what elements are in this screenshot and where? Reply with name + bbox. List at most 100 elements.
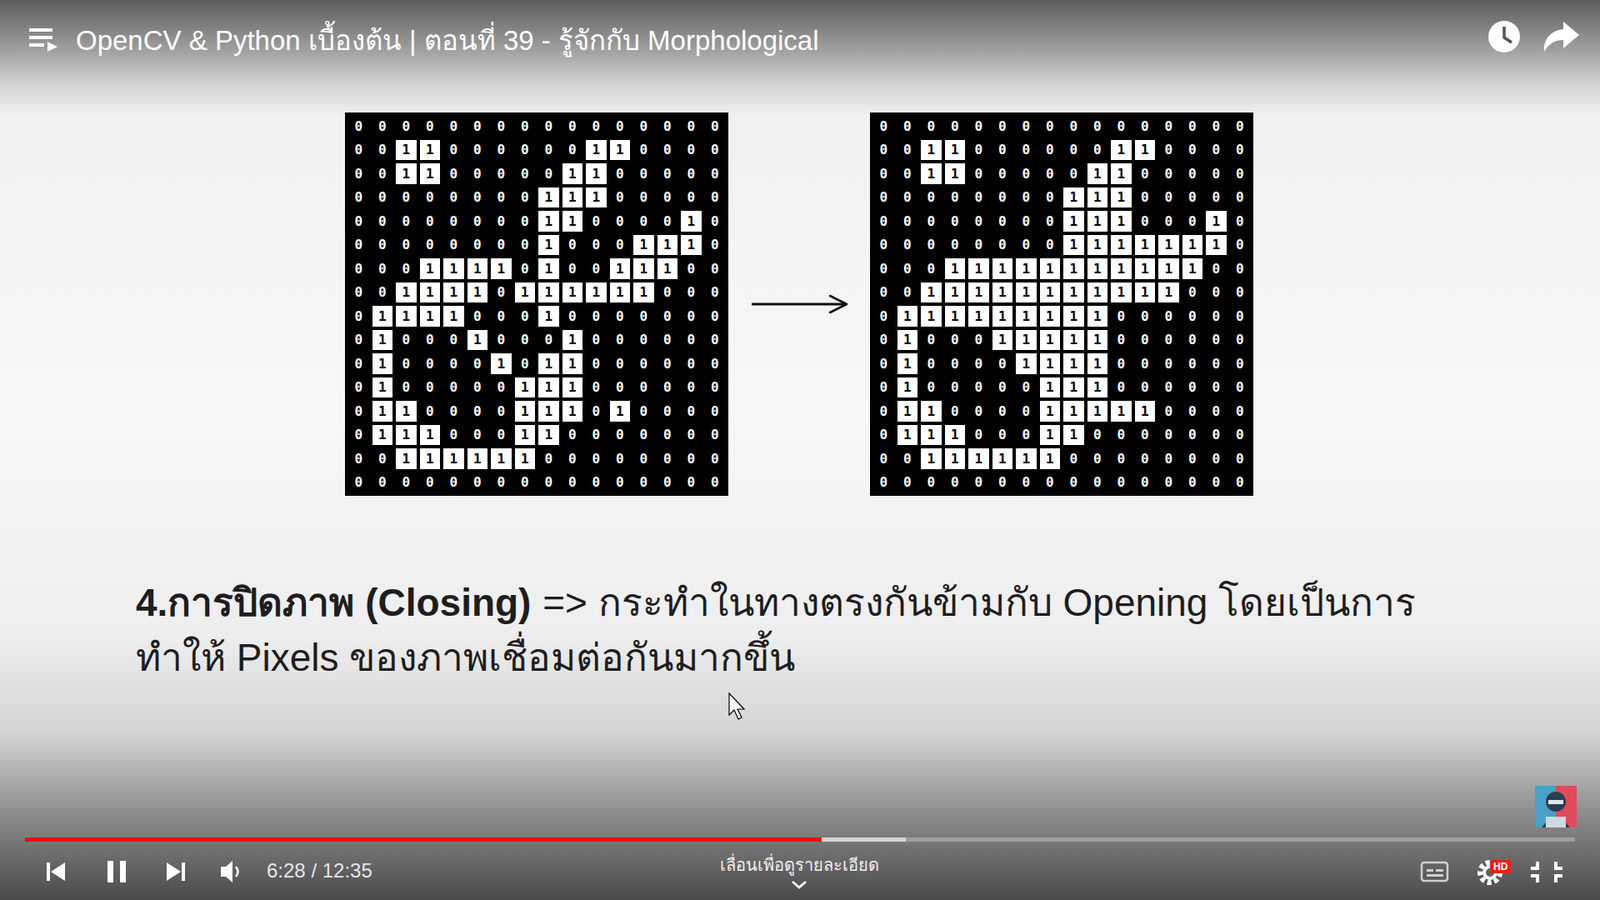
grid-cell: 0 bbox=[968, 163, 990, 185]
grid-cell: 0 bbox=[657, 472, 679, 494]
grid-cell: 1 bbox=[897, 425, 919, 446]
grid-cell: 0 bbox=[538, 448, 560, 470]
grid-cell: 0 bbox=[897, 163, 919, 185]
grid-cell: 0 bbox=[610, 425, 631, 446]
grid-cell: 1 bbox=[443, 448, 465, 470]
grid-cell: 0 bbox=[1230, 305, 1251, 327]
grid-cell: 0 bbox=[538, 163, 560, 185]
grid-cell: 1 bbox=[372, 425, 394, 446]
grid-cell: 0 bbox=[395, 472, 417, 494]
grid-cell: 1 bbox=[1087, 210, 1109, 232]
grid-cell: 0 bbox=[968, 472, 990, 494]
grid-cell: 0 bbox=[1182, 305, 1204, 327]
grid-cell: 0 bbox=[467, 400, 489, 422]
grid-cell: 0 bbox=[348, 472, 370, 494]
grid-cell: 0 bbox=[1182, 448, 1204, 470]
grid-cell: 1 bbox=[538, 235, 560, 256]
grid-cell: 1 bbox=[420, 425, 441, 446]
next-icon bbox=[181, 862, 185, 881]
grid-cell: 0 bbox=[1205, 258, 1227, 280]
grid-cell: 0 bbox=[348, 140, 370, 161]
grid-cell: 1 bbox=[945, 425, 966, 446]
grid-cell: 0 bbox=[1063, 448, 1085, 470]
grid-cell: 1 bbox=[610, 140, 631, 161]
grid-cell: 1 bbox=[992, 258, 1014, 280]
grid-cell: 0 bbox=[680, 330, 702, 351]
grid-cell: 0 bbox=[1182, 140, 1204, 161]
grid-cell: 0 bbox=[1110, 472, 1132, 494]
time-display: 6:28 / 12:35 bbox=[266, 859, 373, 883]
grid-cell: 0 bbox=[490, 140, 512, 161]
grid-cell: 0 bbox=[1182, 353, 1204, 375]
grid-cell: 1 bbox=[420, 258, 441, 280]
grid-cell: 0 bbox=[395, 377, 417, 399]
grid-cell: 0 bbox=[968, 425, 990, 446]
grid-cell: 0 bbox=[585, 425, 607, 446]
grid-cell: 0 bbox=[395, 210, 417, 232]
grid-cell: 0 bbox=[372, 187, 394, 209]
grid-cell: 0 bbox=[705, 353, 726, 375]
grid-cell: 0 bbox=[348, 282, 370, 304]
grid-cell: 0 bbox=[897, 472, 919, 494]
grid-cell: 0 bbox=[633, 472, 655, 494]
grid-cell: 1 bbox=[443, 305, 465, 327]
grid-cell: 0 bbox=[992, 472, 1014, 494]
grid-cell: 0 bbox=[680, 187, 702, 209]
grid-cell: 0 bbox=[562, 140, 584, 161]
grid-cell: 0 bbox=[920, 235, 942, 256]
grid-cell: 0 bbox=[562, 115, 584, 137]
grid-cell: 0 bbox=[585, 377, 607, 399]
icon-bar bbox=[29, 35, 53, 40]
grid-cell: 0 bbox=[443, 115, 465, 137]
grid-cell: 0 bbox=[1040, 140, 1061, 161]
grid-cell: 1 bbox=[1135, 258, 1156, 280]
grid-cell: 0 bbox=[633, 448, 655, 470]
grid-cell: 0 bbox=[680, 282, 702, 304]
grid-cell: 1 bbox=[372, 330, 394, 351]
grid-cell: 0 bbox=[968, 140, 990, 161]
binary-grid: 0000000000000000001100000011000000110000… bbox=[345, 112, 729, 496]
grid-cell: 0 bbox=[515, 235, 536, 256]
grid-cell: 0 bbox=[395, 115, 417, 137]
grid-cell: 0 bbox=[945, 472, 966, 494]
prev-icon bbox=[50, 862, 65, 881]
grid-cell: 1 bbox=[1158, 235, 1180, 256]
grid-cell: 1 bbox=[372, 400, 394, 422]
grid-cell: 0 bbox=[490, 115, 512, 137]
grid-cell: 0 bbox=[395, 235, 417, 256]
grid-cell: 0 bbox=[443, 163, 465, 185]
grid-cell: 0 bbox=[467, 305, 489, 327]
grid-cell: 0 bbox=[395, 353, 417, 375]
grid-cell: 0 bbox=[610, 115, 631, 137]
grid-cell: 0 bbox=[1205, 448, 1227, 470]
grid-cell: 1 bbox=[1110, 258, 1132, 280]
grid-cell: 0 bbox=[1205, 187, 1227, 209]
grid-cell: 0 bbox=[633, 187, 655, 209]
grid-cell: 0 bbox=[610, 448, 631, 470]
grid-cell: 0 bbox=[705, 377, 726, 399]
grid-cell: 0 bbox=[1135, 115, 1156, 137]
grid-cell: 0 bbox=[968, 210, 990, 232]
grid-cell: 1 bbox=[1015, 305, 1037, 327]
grid-cell: 1 bbox=[1087, 305, 1109, 327]
grid-cell: 0 bbox=[873, 187, 895, 209]
grid-cell: 0 bbox=[680, 448, 702, 470]
grid-cell: 1 bbox=[490, 448, 512, 470]
grid-cell: 1 bbox=[1087, 258, 1109, 280]
grid-cell: 1 bbox=[1063, 353, 1085, 375]
grid-cell: 0 bbox=[657, 305, 679, 327]
grid-cell: 1 bbox=[1040, 258, 1061, 280]
grid-cell: 0 bbox=[680, 425, 702, 446]
grid-cell: 0 bbox=[1135, 163, 1156, 185]
grid-cell: 0 bbox=[610, 187, 631, 209]
grid-cell: 0 bbox=[1063, 140, 1085, 161]
channel-avatar bbox=[1535, 785, 1577, 828]
grid-cell: 0 bbox=[1015, 235, 1037, 256]
chevron-down bbox=[792, 881, 806, 888]
grid-cell: 0 bbox=[1158, 163, 1180, 185]
grid-cell: 0 bbox=[348, 448, 370, 470]
grid-cell: 0 bbox=[395, 258, 417, 280]
grid-cell: 1 bbox=[920, 425, 942, 446]
grid-cell: 1 bbox=[992, 305, 1014, 327]
grid-cell: 0 bbox=[897, 210, 919, 232]
